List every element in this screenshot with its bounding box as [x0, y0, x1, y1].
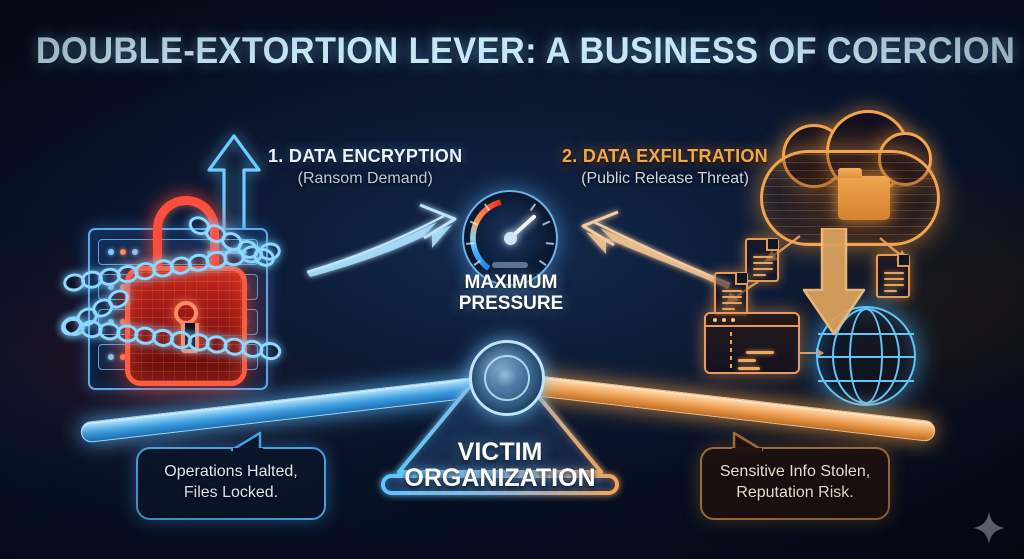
fulcrum-pivot [469, 340, 545, 416]
callout-right-line2: Reputation Risk. [736, 483, 854, 501]
callout-right: Sensitive Info Stolen, Reputation Risk. [700, 431, 890, 520]
exfiltration-heading: 2. DATA EXFILTRATION [562, 146, 768, 166]
padlock-icon [125, 196, 247, 386]
callout-left-tail [230, 431, 263, 453]
victim-line2: ORGANIZATION [404, 463, 596, 492]
folder-icon [838, 168, 890, 220]
download-arrow-icon [800, 226, 868, 338]
section-label-encryption: 1. DATA ENCRYPTION (Ransom Demand) [268, 146, 462, 188]
callout-right-line1: Sensitive Info Stolen, [719, 463, 871, 480]
arrow-right-to-gauge [581, 210, 731, 289]
maximum-pressure-label: MAXIMUM PRESSURE [436, 272, 586, 315]
section-label-exfiltration: 2. DATA EXFILTRATION (Public Release Thr… [562, 146, 768, 188]
encryption-subheading: (Ransom Demand) [297, 170, 433, 187]
document-icon [876, 254, 910, 298]
callout-left-line2: Files Locked. [183, 483, 279, 501]
arrow-left-to-gauge [306, 203, 457, 277]
callout-right-tail [732, 431, 764, 453]
victim-line1: VICTIM [457, 438, 543, 466]
victim-organization-label: VICTIM ORGANIZATION [400, 438, 600, 492]
callout-left: Operations Halted, Files Locked. [136, 431, 326, 520]
sparkle-icon [972, 511, 1006, 545]
document-icon [745, 238, 779, 282]
code-window-icon [704, 312, 800, 374]
exfiltration-subheading: (Public Release Threat) [581, 170, 749, 187]
maximum-pressure-line1: MAXIMUM [464, 272, 558, 293]
encryption-heading: 1. DATA ENCRYPTION [268, 146, 463, 166]
maximum-pressure-line2: PRESSURE [458, 293, 564, 315]
page-title: DOUBLE-EXTORTION LEVER: A BUSINESS OF CO… [35, 30, 1016, 71]
pressure-gauge-icon [462, 190, 558, 286]
document-icon [714, 272, 748, 316]
globe-icon [816, 306, 916, 406]
callout-left-line1: Operations Halted, [164, 463, 298, 480]
